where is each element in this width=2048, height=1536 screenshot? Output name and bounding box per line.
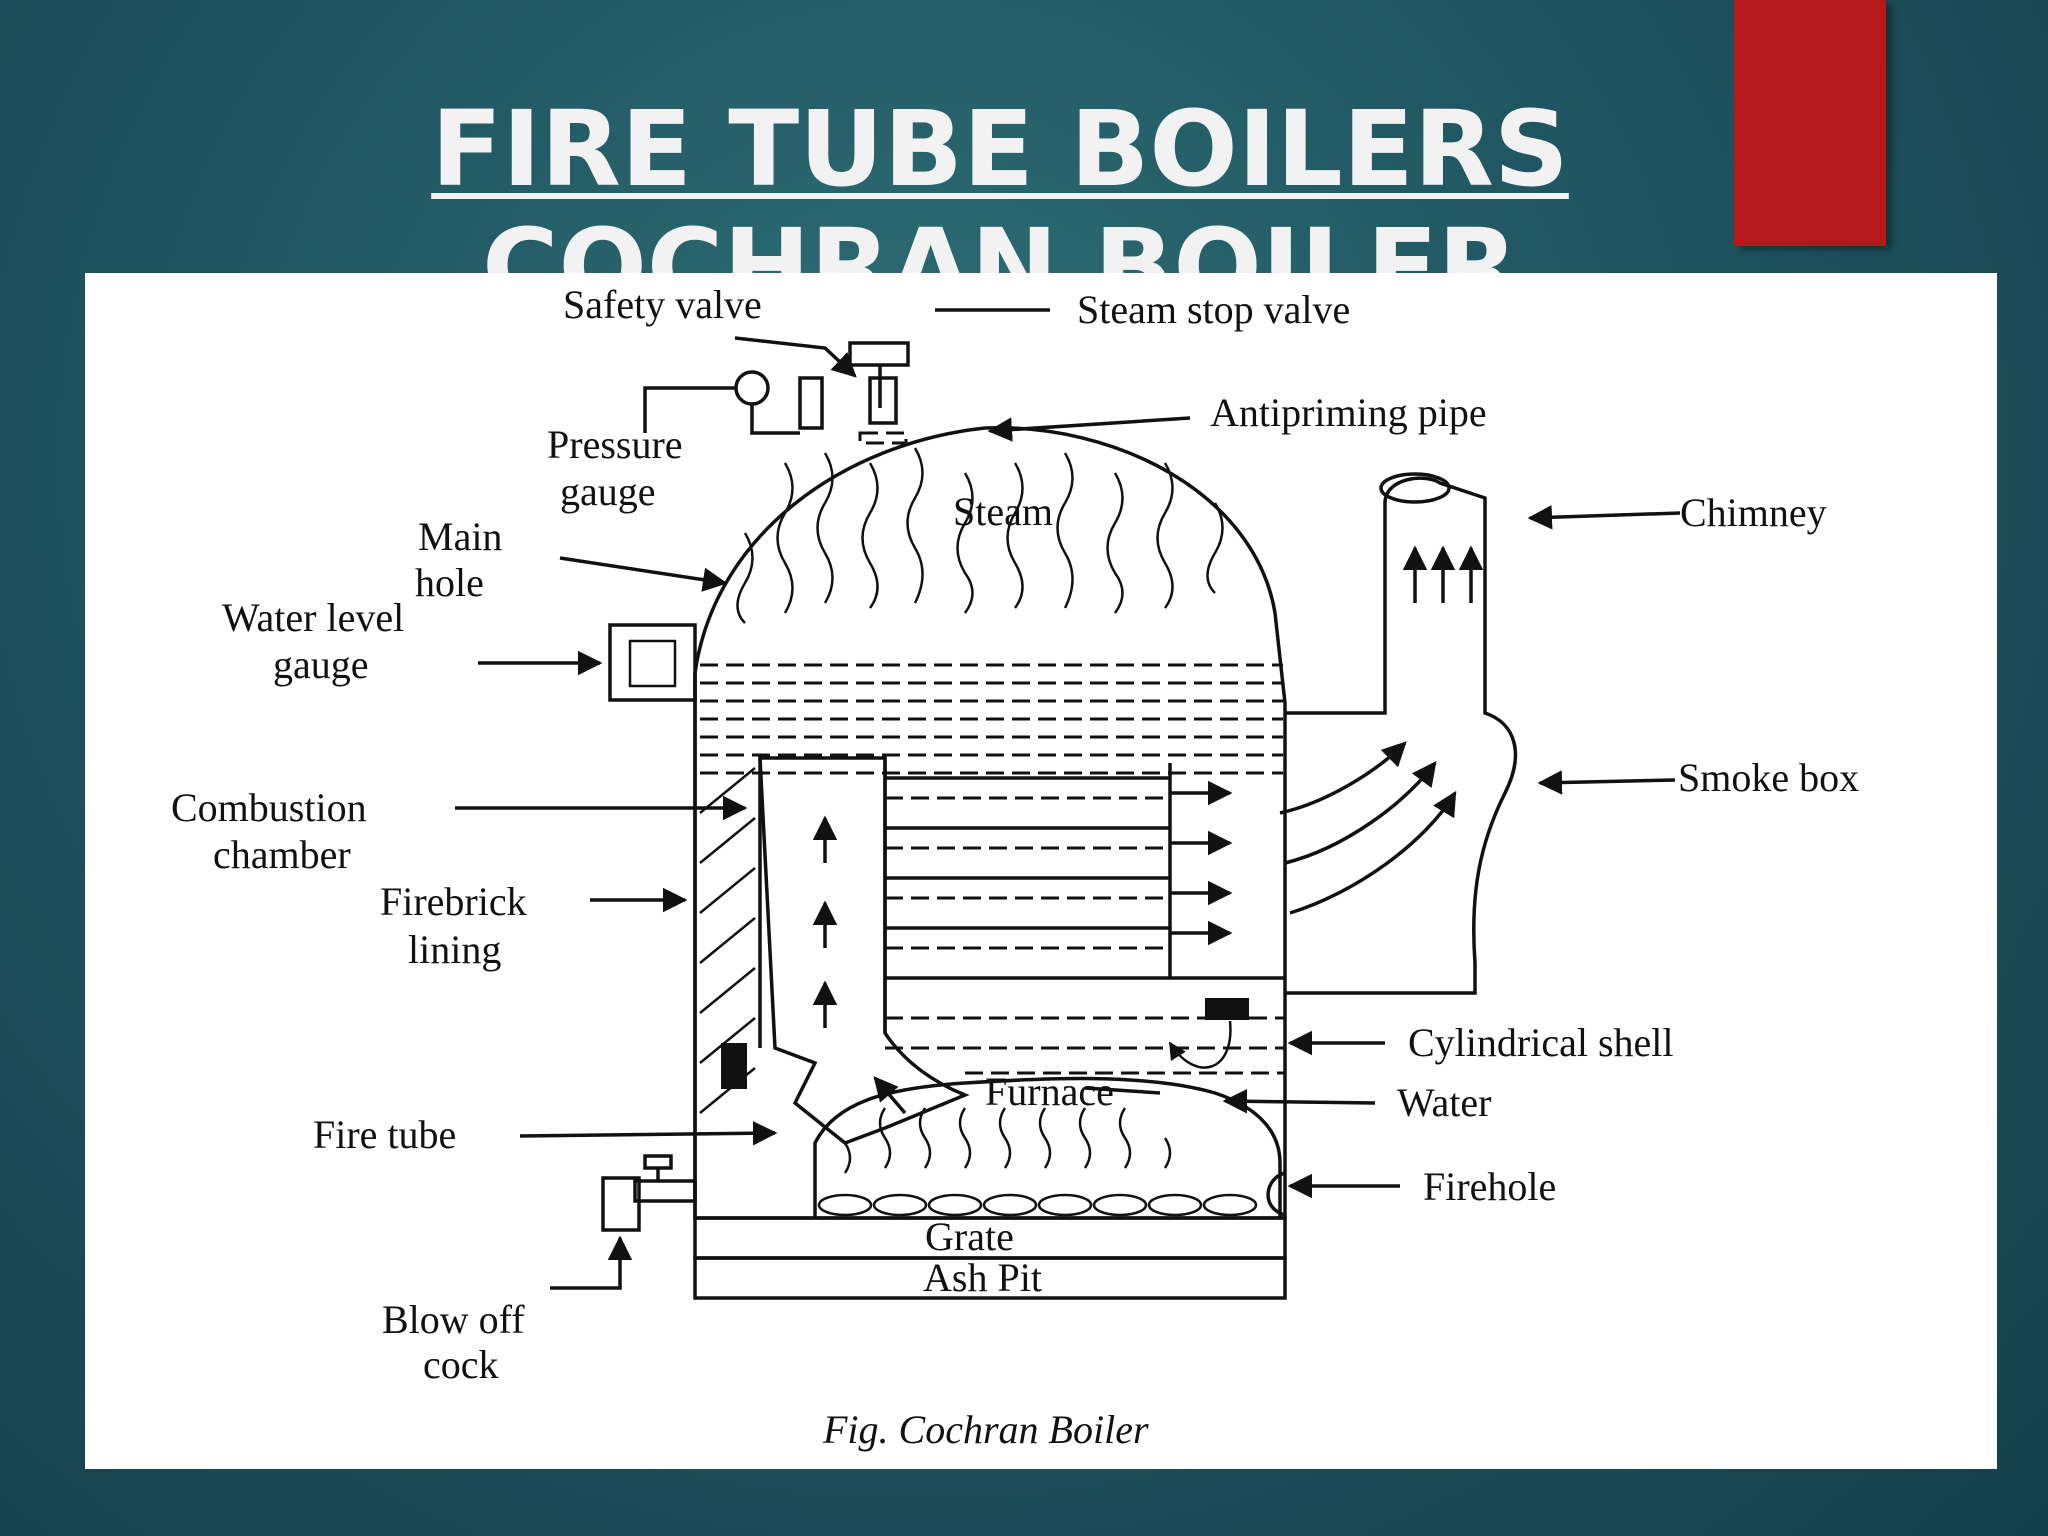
smoke-tubes	[885, 763, 1285, 1075]
label-firebrick-lining-2: lining	[408, 927, 501, 972]
label-chimney: Chimney	[1680, 490, 1827, 535]
label-ash-pit: Ash Pit	[923, 1255, 1042, 1300]
label-main-hole-2: hole	[415, 560, 484, 605]
cochran-boiler-diagram: Safety valve Steam stop valve Antiprimin…	[171, 282, 1859, 1452]
title-line-2: COCHRAN BOILER	[482, 206, 1518, 276]
label-safety-valve: Safety valve	[563, 282, 762, 327]
diagram-labels: Safety valve Steam stop valve Antiprimin…	[171, 282, 1859, 1452]
label-firehole: Firehole	[1423, 1164, 1556, 1209]
diagram-panel: Safety valve Steam stop valve Antiprimin…	[85, 273, 1997, 1469]
label-firebrick-lining-1: Firebrick	[380, 879, 527, 924]
label-smoke-box: Smoke box	[1678, 755, 1859, 800]
label-water-level-gauge-2: gauge	[273, 642, 369, 687]
fire-tube	[699, 756, 970, 1145]
water-level-gauge	[608, 623, 697, 702]
label-pressure-gauge-1: Pressure	[547, 422, 683, 467]
label-steam-stop-valve: Steam stop valve	[1077, 287, 1350, 332]
label-antipriming-pipe: Antipriming pipe	[1210, 390, 1487, 435]
label-fire-tube: Fire tube	[313, 1112, 456, 1157]
title-line-1: FIRE TUBE BOILERS	[431, 90, 1569, 210]
blow-off-cock	[601, 1154, 697, 1232]
label-blow-off-cock-1: Blow off	[382, 1297, 525, 1342]
steam-wiggles	[736, 447, 1224, 624]
furnace-grate	[693, 1076, 1287, 1300]
figure-caption: Fig. Cochran Boiler	[822, 1407, 1149, 1452]
label-furnace: Furnace	[985, 1069, 1114, 1114]
boiler-shell	[693, 426, 1287, 1220]
label-water: Water	[1397, 1080, 1492, 1125]
label-combustion-chamber-1: Combustion	[171, 785, 367, 830]
label-blow-off-cock-2: cock	[423, 1342, 499, 1387]
label-combustion-chamber-2: chamber	[213, 832, 351, 877]
label-grate: Grate	[925, 1214, 1014, 1259]
label-main-hole-1: Main	[418, 514, 502, 559]
smoke-box-chimney	[1279, 472, 1518, 995]
label-water-level-gauge-1: Water level	[222, 595, 404, 640]
slide-title: FIRE TUBE BOILERS COCHRAN BOILER	[420, 90, 1580, 276]
label-pressure-gauge-2: gauge	[560, 469, 656, 514]
top-fittings	[643, 341, 910, 445]
red-accent-bar	[1734, 0, 1886, 246]
leader-lines	[455, 308, 1681, 1290]
label-steam: Steam	[953, 489, 1053, 534]
label-cylindrical-shell: Cylindrical shell	[1408, 1020, 1674, 1065]
